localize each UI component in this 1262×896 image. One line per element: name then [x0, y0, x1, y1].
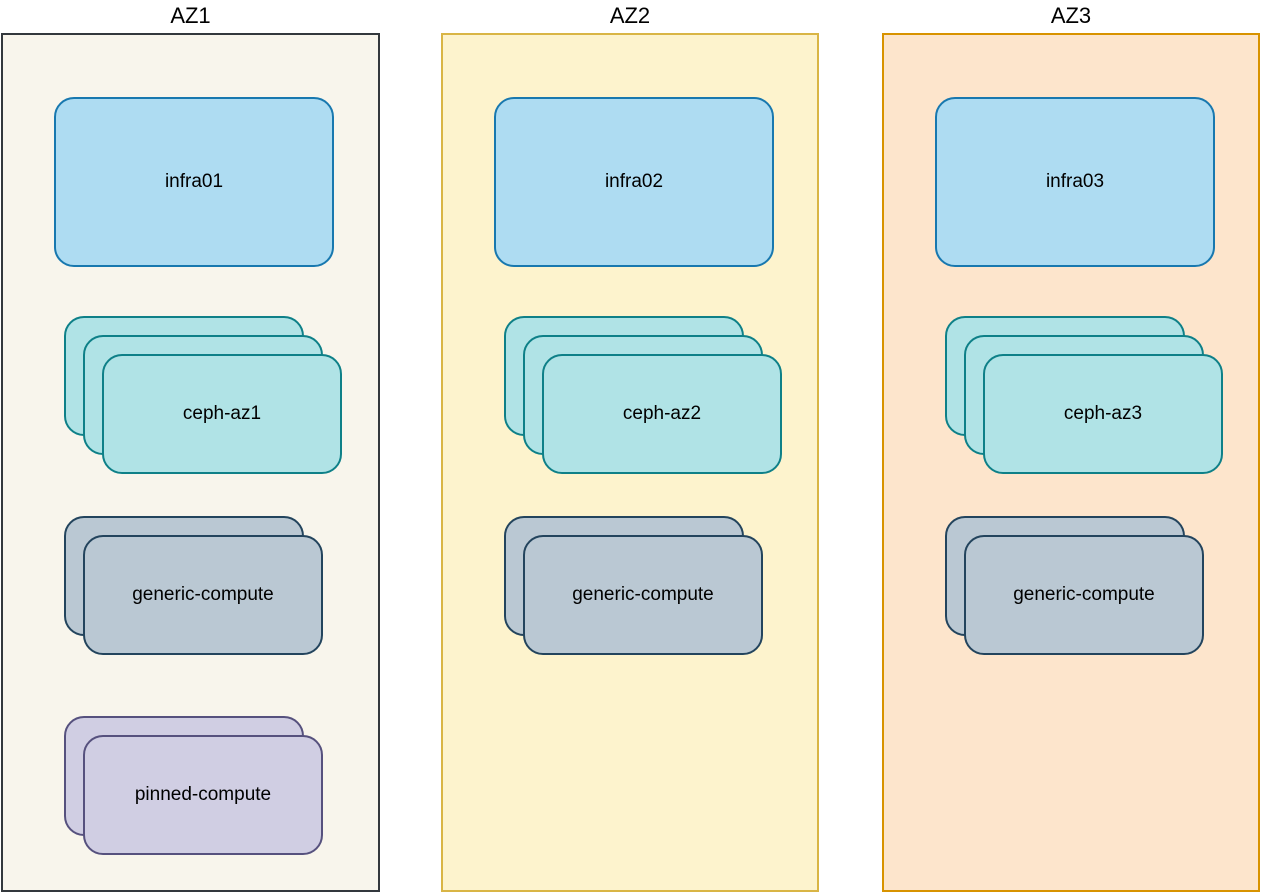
node-label: ceph-az2 [622, 403, 702, 424]
node-box: ceph-az2 [542, 354, 782, 474]
node-box: infra02 [494, 97, 774, 267]
az1-column: AZ1 infra01 ceph-az1 generic-compute pinned… [1, 0, 380, 896]
az3-column: AZ3 infra03 ceph-az3 generic-compute [882, 0, 1260, 896]
zone-title: AZ2 [609, 3, 651, 28]
node-label: generic-compute [132, 584, 274, 605]
node-box: ceph-az1 [102, 354, 342, 474]
zone-container: infra03 ceph-az3 generic-compute [882, 33, 1260, 892]
node-label: infra02 [604, 171, 664, 192]
zone-container: infra01 ceph-az1 generic-compute pinned-com… [1, 33, 380, 892]
node-box: ceph-az3 [983, 354, 1223, 474]
node-box: infra03 [935, 97, 1215, 267]
az2-column: AZ2 infra02 ceph-az2 generic-compute [441, 0, 819, 896]
node-box: infra01 [54, 97, 334, 267]
zone-title: AZ3 [1050, 3, 1092, 28]
node-label: infra01 [164, 171, 224, 192]
node-label: generic-compute [1013, 584, 1155, 605]
node-label: pinned-compute [134, 784, 272, 805]
zone-container: infra02 ceph-az2 generic-compute [441, 33, 819, 892]
node-box: generic-compute [523, 535, 763, 655]
zone-title: AZ1 [170, 3, 211, 28]
node-label: generic-compute [572, 584, 714, 605]
node-box: generic-compute [964, 535, 1204, 655]
node-label: ceph-az1 [182, 403, 262, 424]
node-box: pinned-compute [83, 735, 323, 855]
node-label: ceph-az3 [1063, 403, 1143, 424]
node-box: generic-compute [83, 535, 323, 655]
node-label: infra03 [1045, 171, 1105, 192]
